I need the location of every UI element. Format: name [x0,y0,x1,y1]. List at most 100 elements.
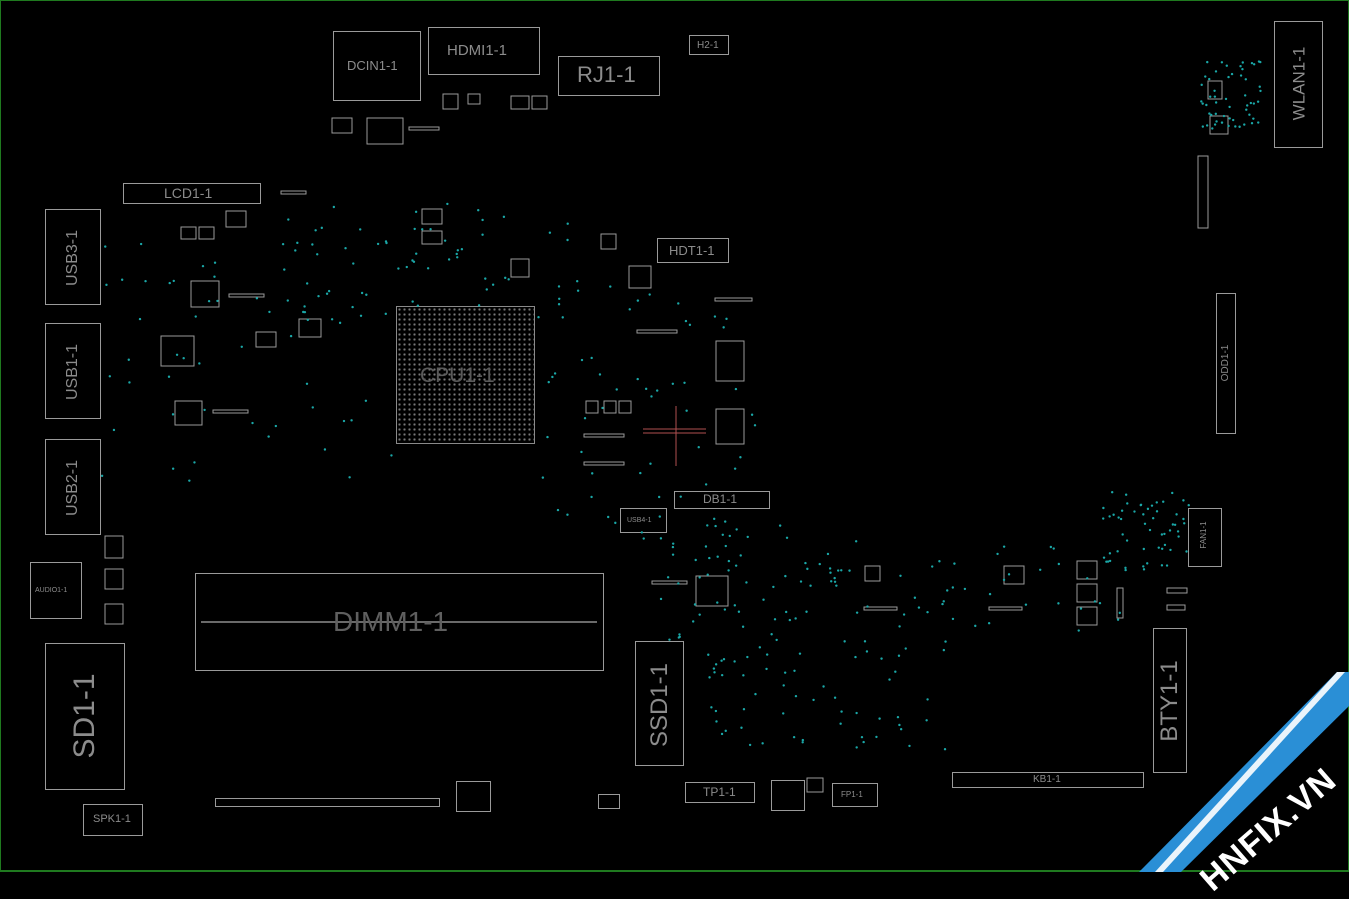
via [720,659,723,662]
tp-label: TP1-1 [703,785,736,799]
via [1160,547,1164,550]
via [1125,539,1129,542]
usb4-connector [620,508,667,533]
via [714,663,718,666]
via [1002,578,1006,582]
h2-mount [689,35,729,55]
via [628,308,631,311]
via [828,567,832,570]
via [942,648,946,652]
via [1155,510,1159,513]
via [1213,123,1217,126]
usb2-port [45,439,101,535]
via [1252,63,1256,66]
via [351,305,354,309]
via [455,252,458,256]
via [342,419,346,423]
via [1124,566,1127,570]
via [783,671,787,674]
via [172,279,175,283]
via [668,638,671,641]
via [1108,515,1111,518]
via [1102,517,1105,520]
via [583,417,587,420]
via [1230,72,1234,76]
via [365,293,368,296]
via [203,408,206,412]
via [352,262,355,265]
via [1165,564,1169,567]
via [640,531,644,534]
via [724,729,727,733]
via [1142,568,1146,571]
via [706,573,709,576]
via [642,537,645,540]
via [746,535,749,539]
via [175,353,179,356]
smd-pad [1207,80,1223,100]
via [708,676,711,679]
via [666,576,670,579]
kb-connector [952,772,1144,788]
fan-connector [1188,508,1222,567]
via [854,540,858,543]
via [144,279,147,283]
via [836,569,840,572]
via [1201,125,1205,128]
via [566,222,569,225]
cpu-socket [396,306,535,444]
via [943,748,947,751]
smd-pad [600,233,617,250]
usb3-port [45,209,101,305]
via [507,278,510,281]
via [782,712,785,715]
via [1163,543,1167,547]
via [788,618,792,622]
via [926,698,929,701]
via [1169,548,1172,552]
component-strip [212,409,249,414]
via [723,608,727,611]
component-strip [651,580,688,585]
via [684,319,688,323]
via [139,242,143,246]
via [360,291,364,295]
via [314,229,317,232]
via [898,723,901,727]
via [951,586,955,589]
via [655,389,659,392]
via [805,610,808,613]
via [1002,545,1006,548]
via [213,261,217,264]
via [1239,74,1243,77]
via [1171,491,1174,495]
via [614,521,617,525]
smd-pad [225,210,247,228]
via [1150,504,1154,507]
via [899,728,903,731]
via [100,474,104,478]
via [1259,89,1262,93]
via [1187,504,1190,507]
via [1238,125,1241,128]
component-strip [228,293,265,298]
via [938,560,941,563]
via [862,740,865,744]
via [739,554,742,557]
via [557,285,561,288]
chip-bottom-a [456,781,491,812]
via [274,424,278,428]
via [1108,552,1112,555]
via [691,620,695,623]
dcin-label: DCIN1-1 [347,58,398,73]
via [636,377,639,381]
via [576,289,580,292]
via [323,448,327,451]
component-strip [1166,587,1188,594]
via [1213,89,1216,92]
via [735,528,738,531]
via [724,544,727,548]
cpu-label: CPU1-1 [420,364,495,387]
via [658,515,661,518]
component-strip [583,433,625,438]
